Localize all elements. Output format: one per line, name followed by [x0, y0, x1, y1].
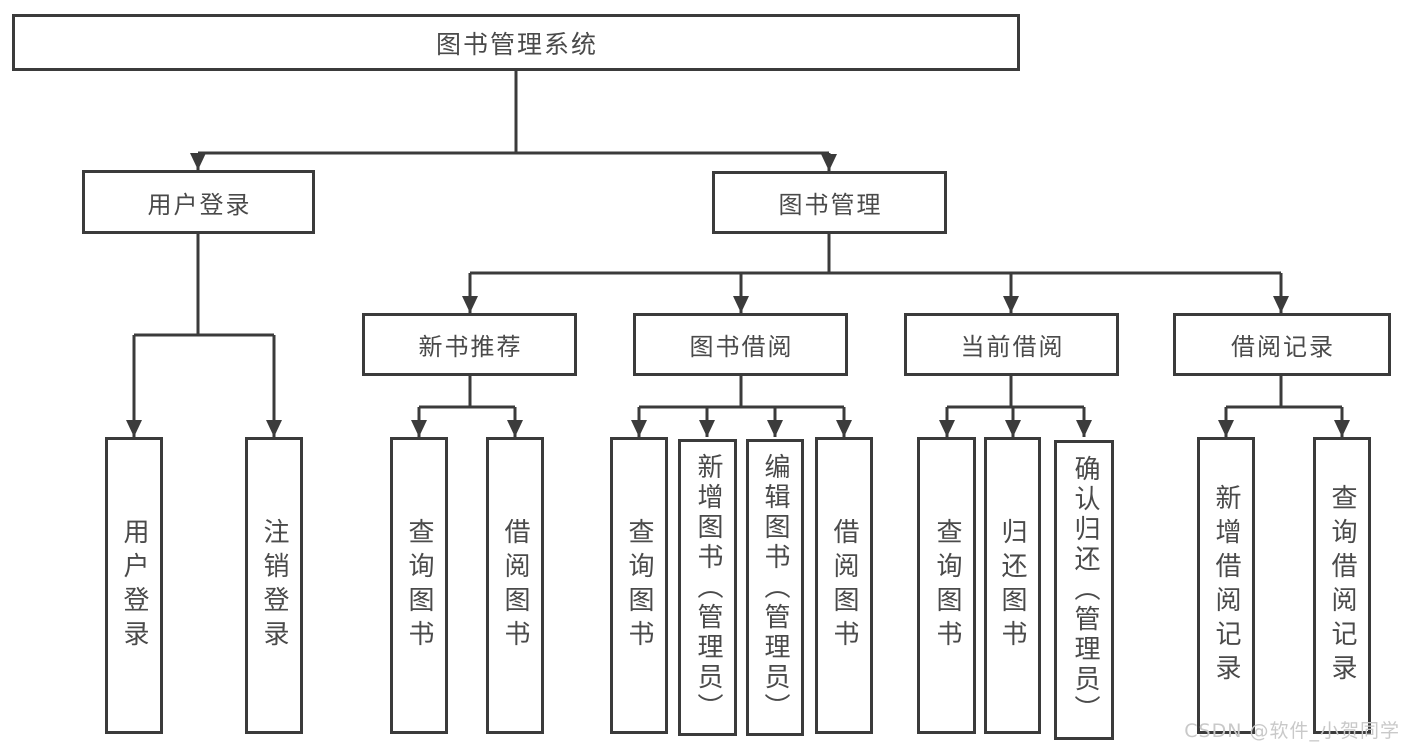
- leaf-return-book: 归还图书: [984, 437, 1041, 734]
- leaf-borrow-books: 借阅图书: [815, 437, 873, 734]
- node-borrowing-records: 借阅记录: [1173, 313, 1391, 376]
- leaf-edit-book-admin: 编辑图书（管理员）: [746, 439, 804, 736]
- node-user-login: 用户登录: [82, 170, 315, 234]
- node-book-borrowing: 图书借阅: [633, 313, 848, 376]
- leaf-query-books-recommend: 查询图书: [390, 437, 448, 734]
- leaf-user-login: 用户登录: [105, 437, 163, 734]
- node-new-book-recommendation: 新书推荐: [362, 313, 577, 376]
- node-current-borrowing: 当前借阅: [904, 313, 1119, 376]
- node-book-management: 图书管理: [712, 171, 947, 234]
- csdn-watermark: CSDN @软件_小贺同学: [1184, 720, 1400, 742]
- leaf-query-borrow-record: 查询借阅记录: [1313, 437, 1371, 734]
- leaf-query-books-current: 查询图书: [917, 437, 976, 734]
- leaf-add-book-admin: 新增图书（管理员）: [678, 439, 737, 736]
- node-library-management-system: 图书管理系统: [12, 14, 1020, 71]
- leaf-add-borrow-record: 新增借阅记录: [1197, 437, 1255, 734]
- leaf-query-books-borrow: 查询图书: [610, 437, 668, 734]
- leaf-confirm-return-admin: 确认归还（管理员）: [1054, 440, 1114, 740]
- leaf-borrow-books-recommend: 借阅图书: [486, 437, 544, 734]
- leaf-logout: 注销登录: [245, 437, 303, 734]
